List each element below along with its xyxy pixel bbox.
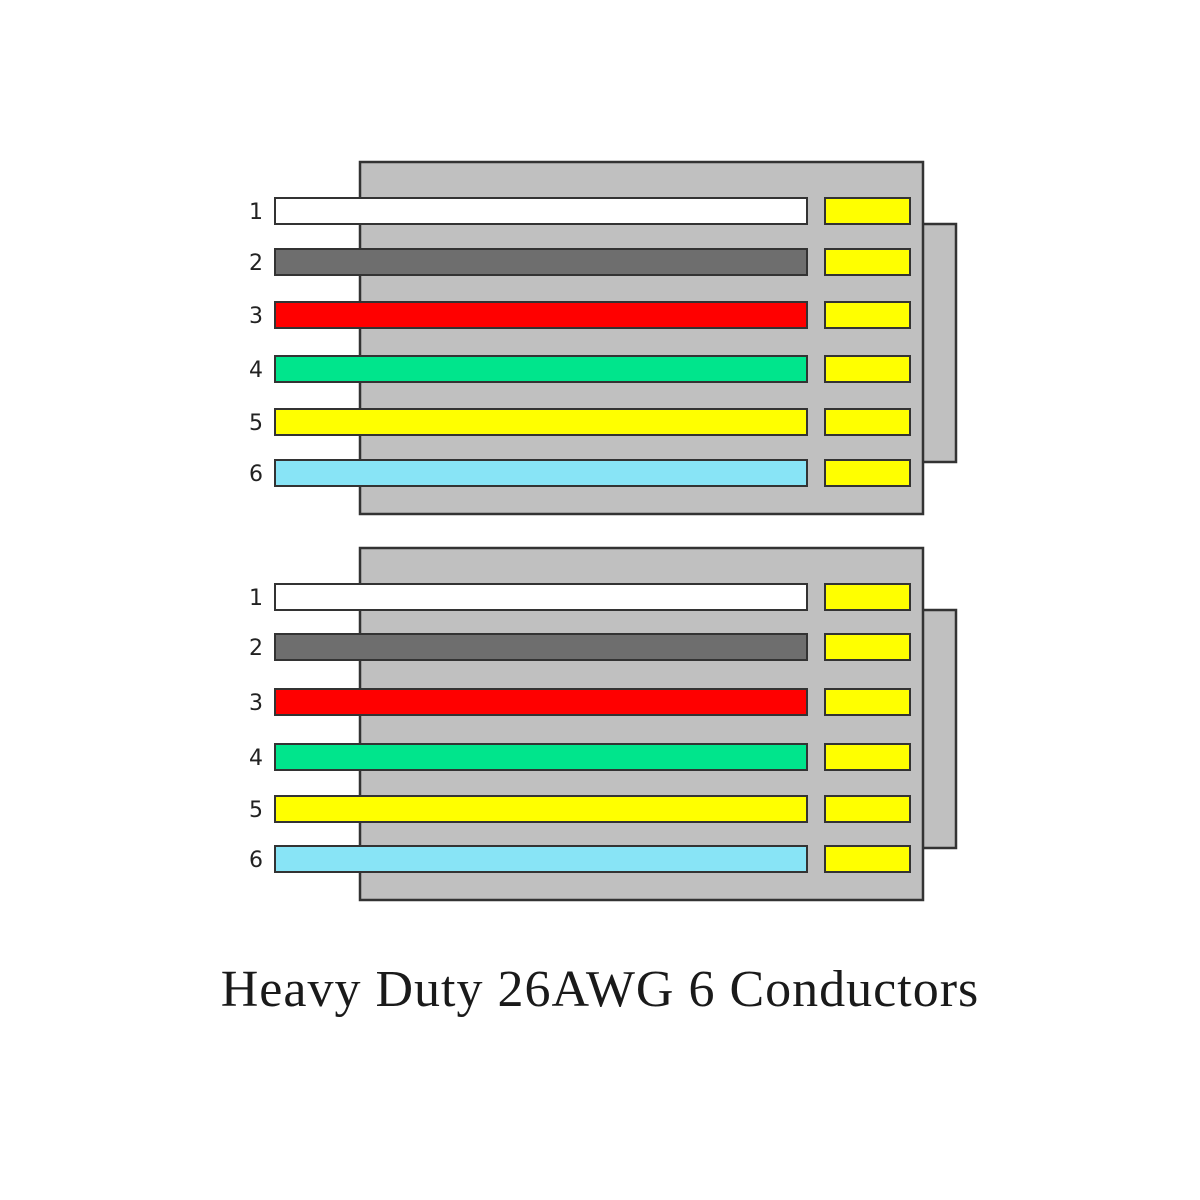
bottom-connector-pin-label-2: 2: [249, 636, 263, 661]
top-connector-pin-label-5: 5: [249, 411, 263, 436]
top-connector-pin-label-2: 2: [249, 251, 263, 276]
bottom-connector-wire-3: [274, 688, 808, 716]
bottom-connector-contact-3: [824, 688, 911, 716]
top-connector-wire-5: [274, 408, 808, 436]
top-connector-wire-6: [274, 459, 808, 487]
bottom-connector-pin-label-3: 3: [249, 691, 263, 716]
diagram-caption: Heavy Duty 26AWG 6 Conductors: [220, 961, 980, 1018]
bottom-connector-pin-label-4: 4: [249, 746, 263, 771]
bottom-connector-wire-6: [274, 845, 808, 873]
bottom-connector-contact-4: [824, 743, 911, 771]
bottom-connector-wire-4: [274, 743, 808, 771]
top-connector-contact-5: [824, 408, 911, 436]
bottom-connector-contact-1: [824, 583, 911, 611]
top-connector-wire-1: [274, 197, 808, 225]
top-connector-contact-3: [824, 301, 911, 329]
top-connector-pin-label-1: 1: [249, 200, 263, 225]
bottom-connector-pin-label-1: 1: [249, 586, 263, 611]
top-connector-pin-label-6: 6: [249, 462, 263, 487]
top-connector-contact-2: [824, 248, 911, 276]
top-connector-contact-1: [824, 197, 911, 225]
bottom-connector-pin-label-5: 5: [249, 798, 263, 823]
bottom-connector-contact-6: [824, 845, 911, 873]
bottom-connector-wire-2: [274, 633, 808, 661]
top-connector-contact-4: [824, 355, 911, 383]
top-connector-contact-6: [824, 459, 911, 487]
bottom-connector-wire-5: [274, 795, 808, 823]
bottom-connector-pin-label-6: 6: [249, 848, 263, 873]
bottom-connector-contact-5: [824, 795, 911, 823]
top-connector-wire-4: [274, 355, 808, 383]
top-connector-pin-label-4: 4: [249, 358, 263, 383]
top-connector-pin-label-3: 3: [249, 304, 263, 329]
top-connector-latch-tab: [920, 222, 958, 464]
bottom-connector-wire-1: [274, 583, 808, 611]
top-connector-wire-3: [274, 301, 808, 329]
bottom-connector-contact-2: [824, 633, 911, 661]
bottom-connector-latch-tab: [920, 608, 958, 850]
top-connector-wire-2: [274, 248, 808, 276]
